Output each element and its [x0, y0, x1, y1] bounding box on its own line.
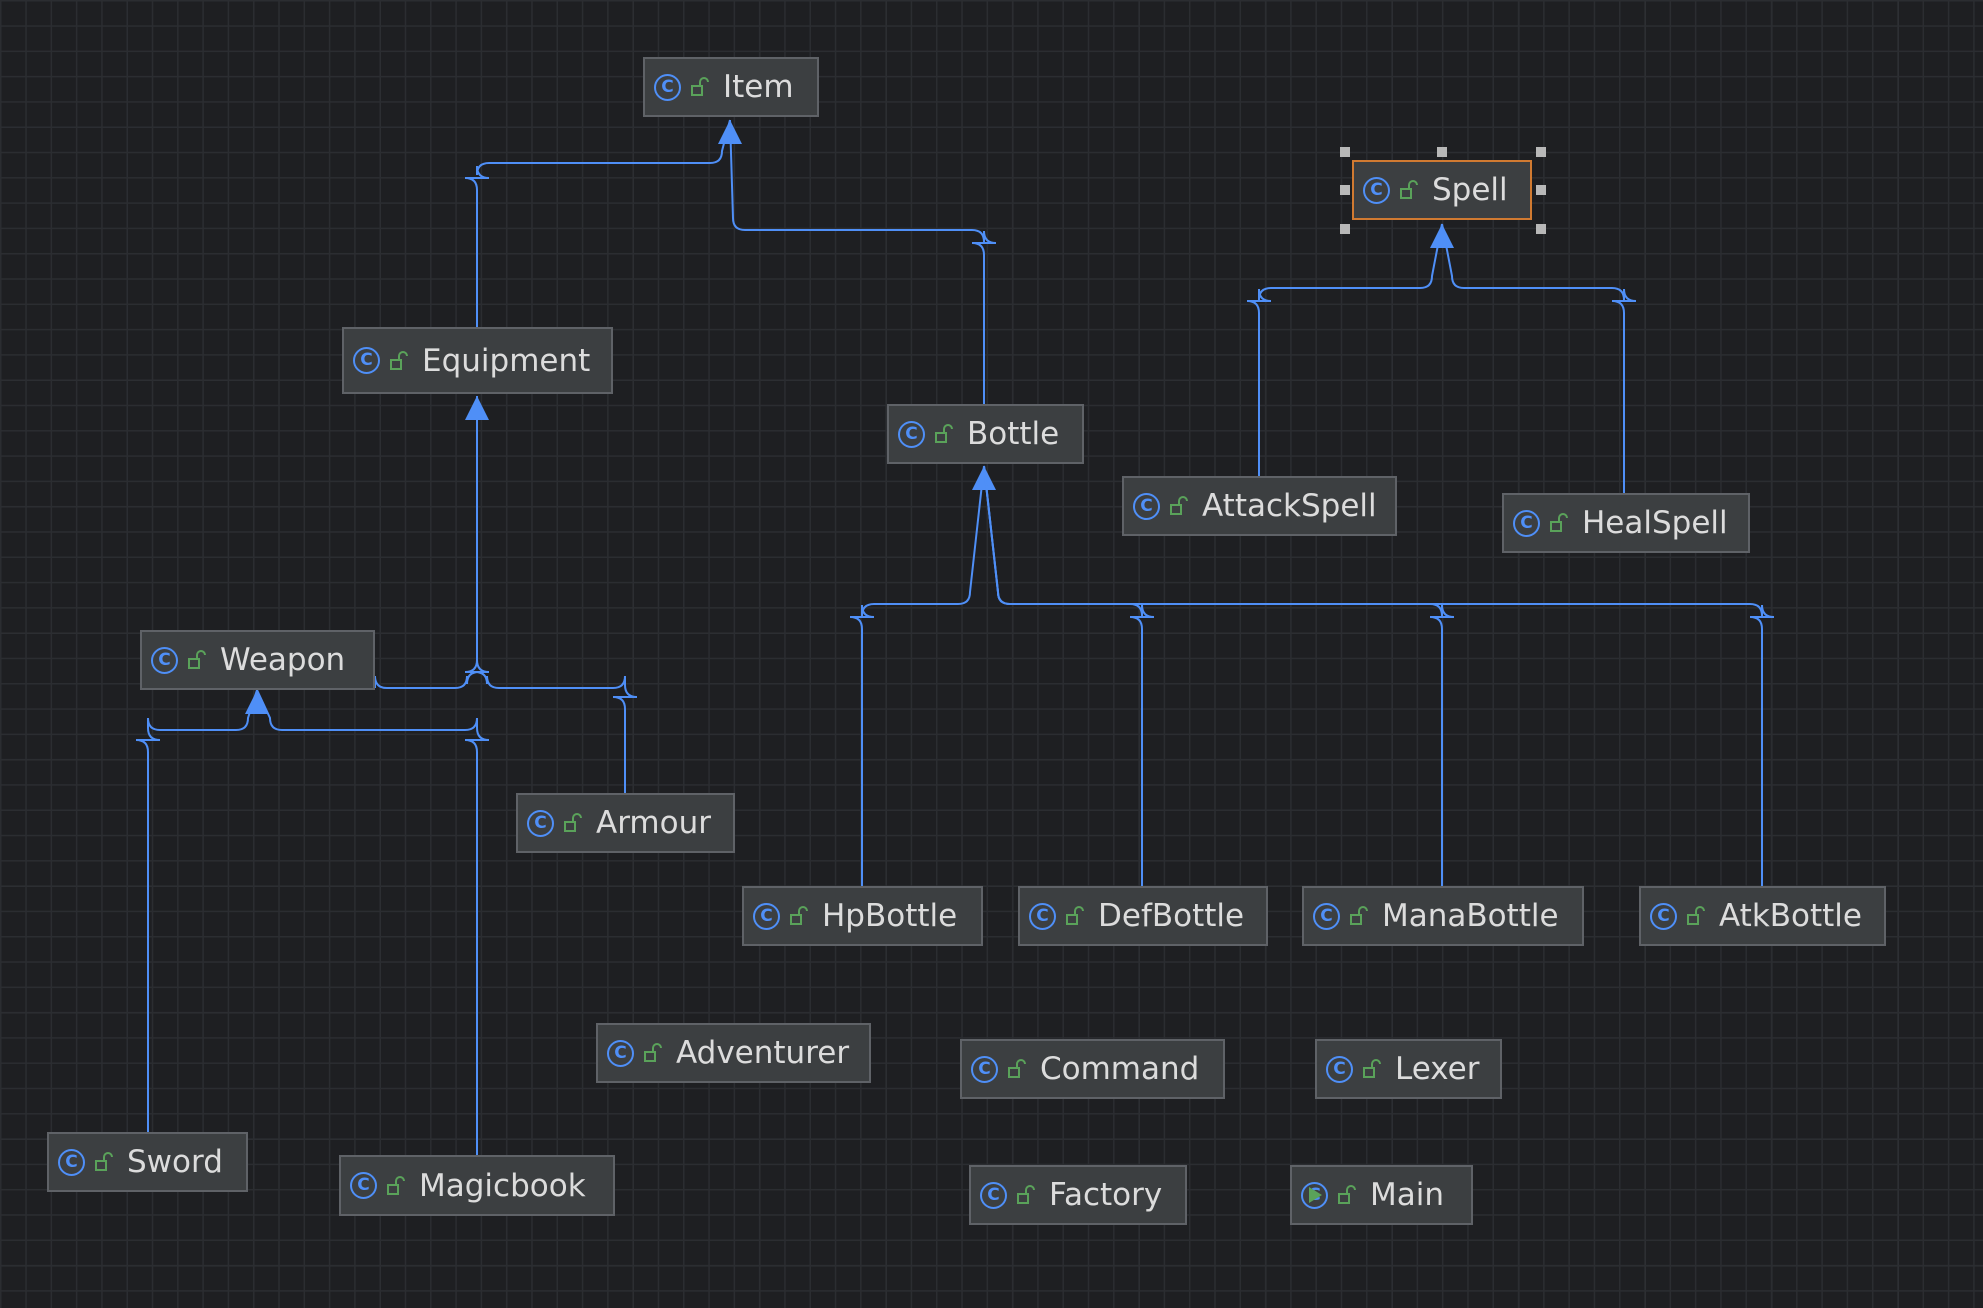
class-node-defbottle[interactable]: C DefBottle	[1018, 886, 1268, 946]
public-lock-icon	[1017, 1185, 1035, 1204]
resize-handle-se[interactable]	[1536, 224, 1546, 234]
class-icon: C	[1133, 492, 1160, 520]
class-node-item[interactable]: C Item	[643, 57, 819, 117]
inheritance-edge-equipment-item[interactable]	[464, 119, 731, 327]
inheritance-arrowhead-weapon	[245, 690, 269, 714]
public-lock-icon	[644, 1043, 662, 1062]
public-lock-icon	[1687, 906, 1705, 925]
class-name-label: Command	[1040, 1051, 1200, 1087]
public-lock-icon	[387, 1175, 405, 1195]
resize-handle-ne[interactable]	[1536, 147, 1546, 157]
class-icon: C	[1363, 176, 1390, 204]
class-icon: C	[151, 646, 178, 674]
class-icon: C	[58, 1148, 85, 1176]
class-name-label: Item	[723, 69, 794, 105]
public-lock-icon	[390, 350, 408, 370]
public-lock-icon	[1350, 906, 1368, 925]
class-name-label: AttackSpell	[1202, 488, 1377, 524]
class-name-label: Lexer	[1395, 1051, 1480, 1087]
class-icon: C	[527, 809, 554, 837]
class-icon: C	[350, 1172, 377, 1199]
class-name-label: Sword	[127, 1144, 223, 1180]
class-icon: C	[1513, 509, 1540, 537]
public-lock-icon	[1066, 906, 1084, 925]
class-icon: C	[898, 420, 925, 448]
inheritance-edge-sword-weapon[interactable]	[135, 689, 258, 1132]
class-name-label: AtkBottle	[1719, 898, 1862, 934]
resize-handle-e[interactable]	[1536, 185, 1546, 195]
class-node-hpbottle[interactable]: C HpBottle	[742, 886, 983, 946]
class-node-spell[interactable]: C Spell	[1352, 160, 1532, 220]
class-icon: C	[980, 1181, 1007, 1209]
class-name-label: Bottle	[967, 416, 1060, 452]
class-node-sword[interactable]: C Sword	[47, 1132, 248, 1192]
class-node-factory[interactable]: C Factory	[969, 1165, 1187, 1225]
inheritance-edge-hpbottle-bottle[interactable]	[849, 465, 985, 886]
inheritance-edge-weapon-equipment[interactable]	[374, 396, 480, 689]
public-lock-icon	[1400, 180, 1418, 199]
class-node-main[interactable]: C Main	[1290, 1165, 1473, 1225]
class-name-label: Spell	[1432, 172, 1508, 208]
class-name-label: Weapon	[220, 642, 346, 678]
class-icon: C	[353, 347, 380, 374]
inheritance-edge-magicbook-weapon[interactable]	[256, 689, 490, 1155]
resize-handle-sw[interactable]	[1340, 224, 1350, 234]
inheritance-arrowhead-spell	[1430, 224, 1454, 248]
inheritance-edge-healspell-spell[interactable]	[1441, 223, 1637, 493]
class-node-healspell[interactable]: C HealSpell	[1502, 493, 1750, 553]
class-icon: C	[753, 902, 780, 930]
class-name-label: DefBottle	[1098, 898, 1245, 934]
class-node-adventurer[interactable]: C Adventurer	[596, 1023, 871, 1083]
public-lock-icon	[1550, 513, 1568, 532]
class-node-command[interactable]: C Command	[960, 1039, 1225, 1099]
inheritance-edge-attackspell-spell[interactable]	[1246, 223, 1443, 476]
class-node-weapon[interactable]: C Weapon	[140, 630, 375, 690]
class-name-label: HpBottle	[822, 898, 958, 934]
class-name-label: Magicbook	[419, 1167, 586, 1204]
class-node-atkbottle[interactable]: C AtkBottle	[1639, 886, 1886, 946]
class-icon: C	[1029, 902, 1056, 930]
class-name-label: Adventurer	[676, 1035, 850, 1071]
resize-handle-n[interactable]	[1437, 147, 1447, 157]
class-icon: C	[654, 73, 681, 101]
class-name-label: ManaBottle	[1382, 898, 1559, 934]
public-lock-icon	[1338, 1185, 1356, 1204]
class-node-manabottle[interactable]: C ManaBottle	[1302, 886, 1584, 946]
inheritance-edge-bottle-item[interactable]	[729, 119, 997, 404]
class-node-magicbook[interactable]: C Magicbook	[339, 1155, 615, 1216]
public-lock-icon	[95, 1152, 113, 1171]
class-icon: C	[1313, 902, 1340, 930]
public-lock-icon	[1170, 496, 1188, 515]
public-lock-icon	[1363, 1059, 1381, 1078]
class-name-label: Equipment	[422, 342, 591, 379]
resize-handle-nw[interactable]	[1340, 147, 1350, 157]
public-lock-icon	[188, 650, 206, 669]
runnable-class-icon: C	[1301, 1181, 1328, 1209]
public-lock-icon	[1008, 1059, 1026, 1078]
public-lock-icon	[691, 77, 709, 96]
class-icon: C	[1326, 1055, 1353, 1083]
run-icon	[1309, 1186, 1322, 1203]
resize-handle-w[interactable]	[1340, 185, 1350, 195]
public-lock-icon	[564, 813, 582, 832]
class-name-label: Factory	[1049, 1177, 1163, 1213]
class-node-equipment[interactable]: C Equipment	[342, 327, 613, 394]
class-name-label: Armour	[596, 805, 711, 841]
class-icon: C	[1650, 902, 1677, 930]
public-lock-icon	[935, 424, 953, 443]
class-name-label: Main	[1370, 1177, 1445, 1213]
class-icon: C	[607, 1039, 634, 1067]
class-node-lexer[interactable]: C Lexer	[1315, 1039, 1502, 1099]
inheritance-edge-armour-equipment[interactable]	[474, 396, 638, 793]
class-icon: C	[971, 1055, 998, 1083]
public-lock-icon	[790, 906, 808, 925]
inheritance-edge-atkbottle-bottle[interactable]	[983, 465, 1775, 886]
class-node-attackspell[interactable]: C AttackSpell	[1122, 476, 1397, 536]
inheritance-arrowhead-bottle	[972, 466, 996, 490]
class-name-label: HealSpell	[1582, 505, 1728, 541]
class-node-bottle[interactable]: C Bottle	[887, 404, 1084, 464]
class-node-armour[interactable]: C Armour	[516, 793, 735, 853]
